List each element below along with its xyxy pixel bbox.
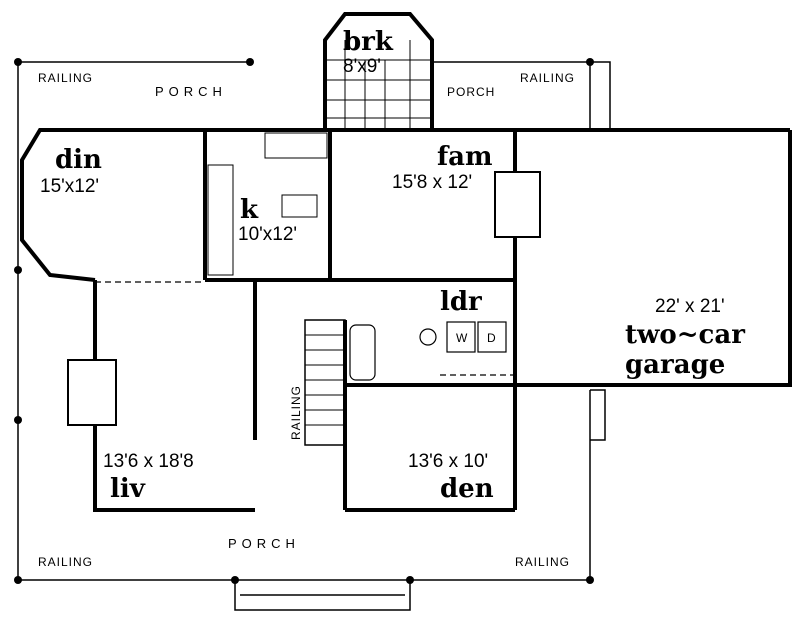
stairs (304, 319, 346, 446)
dining-dims: 15'x12' (40, 176, 99, 197)
family-dims: 15'8 x 12' (392, 172, 472, 193)
bath-fixtures (349, 321, 507, 381)
breakfast-dims: 8'x9' (343, 56, 381, 77)
garage-label-line1: two~car (625, 320, 745, 350)
stair-railing-label: RAILING (289, 385, 303, 440)
family-label: fam (437, 142, 493, 172)
porch-label-bottom: PORCH (228, 536, 300, 551)
dining-label: din (55, 145, 102, 175)
garage-label-line2: garage (625, 350, 725, 380)
breakfast-bay (323, 12, 434, 130)
porch-label-top-left: PORCH (155, 84, 227, 99)
fireplace-family (494, 171, 541, 238)
railing-label: RAILING (38, 71, 93, 85)
fireplace-living (67, 359, 117, 426)
dryer-label: D (487, 331, 497, 345)
kitchen-label: k (240, 195, 259, 225)
laundry-label: ldr (440, 287, 482, 317)
railing-label: RAILING (38, 555, 93, 569)
den-dims: 13'6 x 10' (408, 451, 488, 472)
living-dims: 13'6 x 18'8 (103, 451, 194, 472)
washer-label: W (456, 331, 468, 345)
porch-outline (14, 58, 611, 611)
railing-label: RAILING (520, 71, 575, 85)
porch-label-top-right: PORCH (447, 85, 495, 99)
breakfast-label: brk (343, 27, 394, 57)
railing-label: RAILING (515, 555, 570, 569)
kitchen-dims: 10'x12' (238, 224, 297, 245)
garage-dims: 22' x 21' (655, 296, 725, 317)
kitchen-counters (207, 132, 328, 276)
den-label: den (440, 474, 494, 504)
living-label: liv (110, 474, 146, 504)
